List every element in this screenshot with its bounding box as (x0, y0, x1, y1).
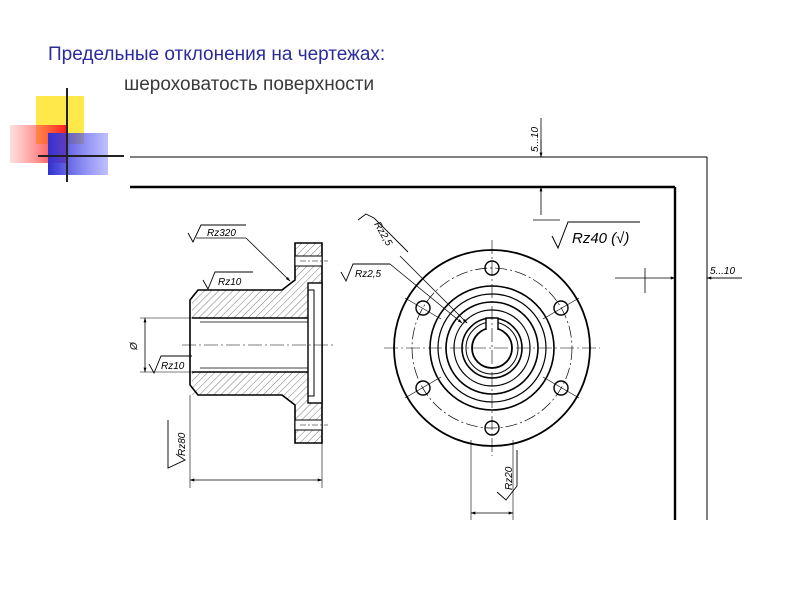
slide-title: Предельные отклонения на чертежах: (48, 44, 386, 65)
roughness-rz25-b: Rz2,5 (340, 263, 463, 324)
general-roughness-symbol: Rz40 (√) (551, 221, 640, 250)
roughness-rz80: Rz80 (167, 420, 188, 469)
dimension-right: 5...10 (615, 266, 742, 293)
decorative-squares (10, 88, 124, 182)
diameter-dimension: Ø (129, 317, 192, 373)
rz80-label: Rz80 (177, 432, 188, 456)
roughness-rz10-bore: Rz10 (148, 355, 192, 375)
dimension-top: 5...10 (530, 118, 560, 221)
rz20-label: Rz20 (504, 466, 515, 490)
roughness-rz20: Rz20 (470, 440, 518, 520)
blue-square (48, 133, 108, 175)
roughness-rz320: Rz320 (187, 224, 291, 282)
length-dimension (189, 395, 323, 488)
rz25-b-label: Rz2,5 (355, 269, 382, 280)
dim-top-label: 5...10 (530, 127, 541, 152)
front-view (384, 240, 600, 456)
section-view (182, 242, 335, 444)
dim-right-label: 5...10 (710, 266, 735, 277)
slide-subtitle: шероховатость поверхности (124, 74, 375, 95)
rz320-label: Rz320 (207, 228, 236, 239)
roughness-rz10-top: Rz10 (202, 271, 253, 291)
diameter-label: Ø (129, 341, 140, 351)
rz10-top-label: Rz10 (218, 277, 242, 288)
rz10-bore-label: Rz10 (161, 361, 185, 372)
sheet-frame (130, 156, 708, 520)
general-roughness-label: Rz40 (√) (572, 230, 629, 247)
